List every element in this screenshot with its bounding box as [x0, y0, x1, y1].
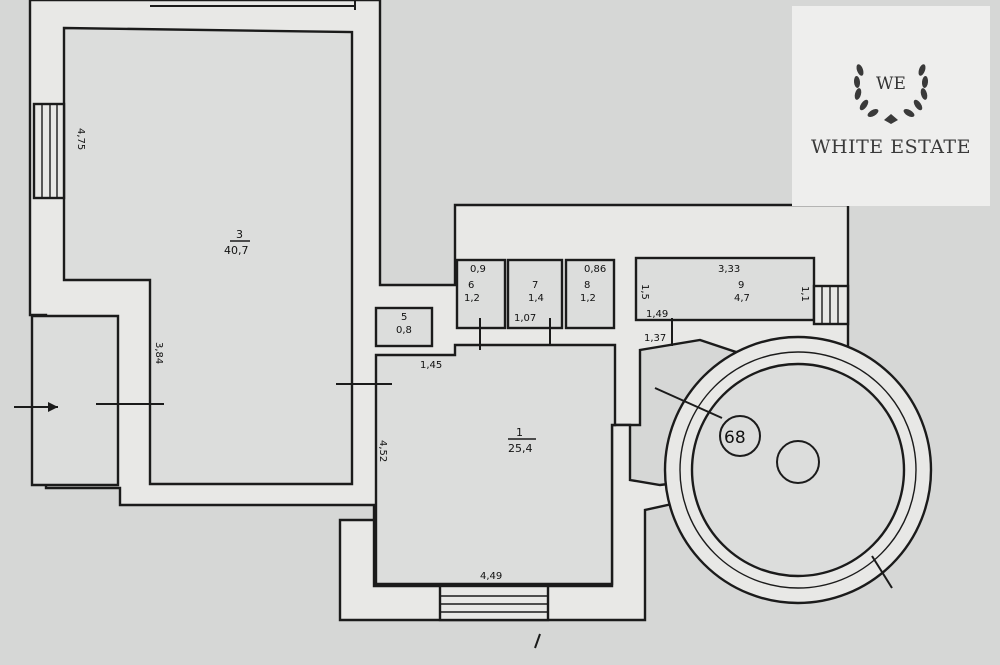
- room-3-area: 40,7: [224, 244, 249, 257]
- entry-arrow: [14, 402, 58, 412]
- bay-inner-ring: [679, 351, 917, 589]
- window-left: [32, 102, 66, 200]
- room-9-number: 9: [738, 280, 744, 291]
- dim-1-49: 1,49: [646, 309, 668, 320]
- room-1-number: 1: [516, 426, 523, 439]
- dim-1-1: 1,1: [799, 286, 810, 302]
- room-9: [634, 256, 816, 322]
- dim-4-52: 4,52: [377, 440, 388, 462]
- room-8-area: 1,2: [580, 293, 596, 304]
- room-5-area: 0,8: [396, 325, 412, 336]
- dim-4-75: 4,75: [75, 128, 86, 150]
- brand-logo: WE WHITE ESTATE: [792, 6, 990, 206]
- room-7: [506, 258, 564, 330]
- room-7-number: 7: [532, 280, 538, 291]
- room-1-area: 25,4: [508, 442, 533, 455]
- room-9-area: 4,7: [734, 293, 750, 304]
- room-6-number: 6: [468, 280, 474, 291]
- bay-pointer: [654, 387, 723, 419]
- dim-3-84: 3,84: [153, 342, 164, 364]
- room-left-small: [30, 314, 120, 487]
- brand-initials: WE: [876, 74, 906, 94]
- dim-1-07: 1,07: [514, 313, 536, 324]
- room-5-number: 5: [401, 312, 407, 323]
- bay-room: [690, 362, 906, 578]
- dim-0-86: 0,86: [584, 264, 606, 275]
- room-3-number: 3: [236, 228, 243, 241]
- bay-pointer: [871, 555, 893, 589]
- circle-label-badge: [719, 415, 761, 457]
- room-6-area: 1,2: [464, 293, 480, 304]
- brand-name: WHITE ESTATE: [811, 136, 971, 158]
- window-right: [812, 284, 850, 326]
- room-1: [374, 343, 617, 586]
- room-8-number: 8: [584, 280, 590, 291]
- dim-3-33: 3,33: [718, 264, 740, 275]
- room-5: [374, 306, 434, 348]
- dim-1-5: 1,5: [639, 284, 650, 300]
- circle-label-text: 68: [724, 428, 746, 448]
- window-bottom: [438, 584, 550, 622]
- laurel-wreath-icon: [853, 64, 929, 124]
- dim-1-37: 1,37: [644, 333, 666, 344]
- room-6: [455, 258, 507, 330]
- room-8: [564, 258, 616, 330]
- column: [776, 440, 820, 484]
- wall-bottom: [338, 423, 703, 622]
- dim-0-9: 0,9: [470, 264, 486, 275]
- stray-mark: [534, 633, 541, 649]
- dim-1-45: 1,45: [420, 360, 442, 371]
- dim-4-49: 4,49: [480, 571, 502, 582]
- room-7-area: 1,4: [528, 293, 544, 304]
- room-3: [62, 26, 354, 486]
